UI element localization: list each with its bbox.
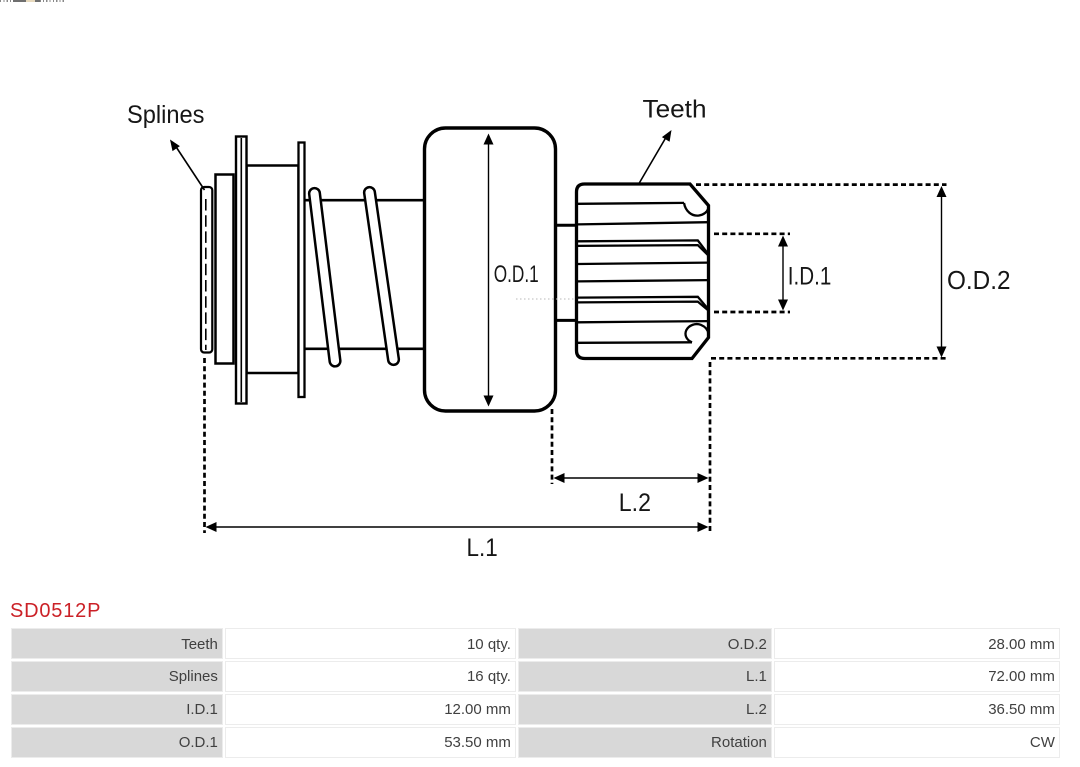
svg-text:I.D.1: I.D.1 bbox=[788, 262, 832, 290]
svg-text:L.2: L.2 bbox=[619, 489, 651, 517]
svg-text:Splines: Splines bbox=[127, 101, 205, 129]
svg-text:O.D.2: O.D.2 bbox=[947, 267, 1011, 295]
svg-text:O.D.1: O.D.1 bbox=[494, 261, 539, 288]
svg-text:Teeth: Teeth bbox=[643, 96, 707, 124]
svg-text:L.1: L.1 bbox=[467, 534, 498, 562]
